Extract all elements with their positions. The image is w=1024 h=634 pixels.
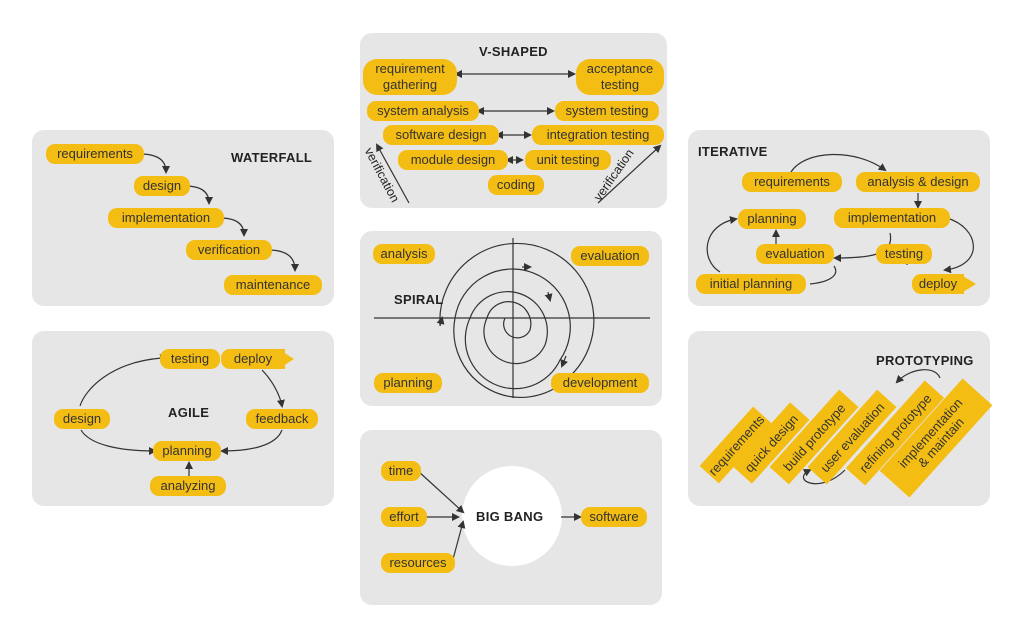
bigbang-effort: effort — [381, 507, 427, 527]
spiral-development: development — [551, 373, 649, 393]
bigbang-title: BIG BANG — [476, 509, 544, 524]
vshaped-integration-testing: integration testing — [532, 125, 664, 145]
iterative-evaluation: evaluation — [756, 244, 834, 264]
iterative-initial-planning: initial planning — [696, 274, 806, 294]
waterfall-maintenance: maintenance — [224, 275, 322, 295]
iterative-planning: planning — [738, 209, 806, 229]
vshaped-title: V-SHAPED — [479, 44, 548, 59]
vshaped-system-testing: system testing — [555, 101, 659, 121]
iterative-implementation: implementation — [834, 208, 950, 228]
vshaped-module-design: module design — [398, 150, 508, 170]
iterative-requirements: requirements — [742, 172, 842, 192]
agile-title: AGILE — [168, 405, 210, 420]
agile-design: design — [54, 409, 110, 429]
waterfall-requirements: requirements — [46, 144, 144, 164]
iterative-title: ITERATIVE — [698, 144, 768, 159]
iterative-analysis-design: analysis & design — [856, 172, 980, 192]
waterfall-title: WATERFALL — [231, 150, 313, 165]
agile-analyzing: analyzing — [150, 476, 226, 496]
vshaped-requirement-gathering: requirement gathering — [363, 59, 457, 95]
spiral-analysis: analysis — [373, 244, 435, 264]
spiral-evaluation: evaluation — [571, 246, 649, 266]
vshaped-acceptance-testing: acceptance testing — [576, 59, 664, 95]
agile-deploy: deploy — [221, 349, 285, 369]
bigbang-resources: resources — [381, 553, 455, 573]
bigbang-time: time — [381, 461, 421, 481]
bigbang-circle — [462, 466, 562, 566]
agile-testing: testing — [160, 349, 220, 369]
vshaped-coding: coding — [488, 175, 544, 195]
bigbang-software: software — [581, 507, 647, 527]
agile-feedback: feedback — [246, 409, 318, 429]
vshaped-system-analysis: system analysis — [367, 101, 479, 121]
waterfall-verification: verification — [186, 240, 272, 260]
agile-planning: planning — [153, 441, 221, 461]
waterfall-implementation: implementation — [108, 208, 224, 228]
vshaped-unit-testing: unit testing — [525, 150, 611, 170]
waterfall-design: design — [134, 176, 190, 196]
iterative-testing: testing — [876, 244, 932, 264]
spiral-title: SPIRAL — [394, 292, 444, 307]
iterative-deploy: deploy — [912, 274, 964, 294]
vshaped-software-design: software design — [383, 125, 499, 145]
prototyping-title: PROTOTYPING — [876, 353, 974, 368]
spiral-planning: planning — [374, 373, 442, 393]
